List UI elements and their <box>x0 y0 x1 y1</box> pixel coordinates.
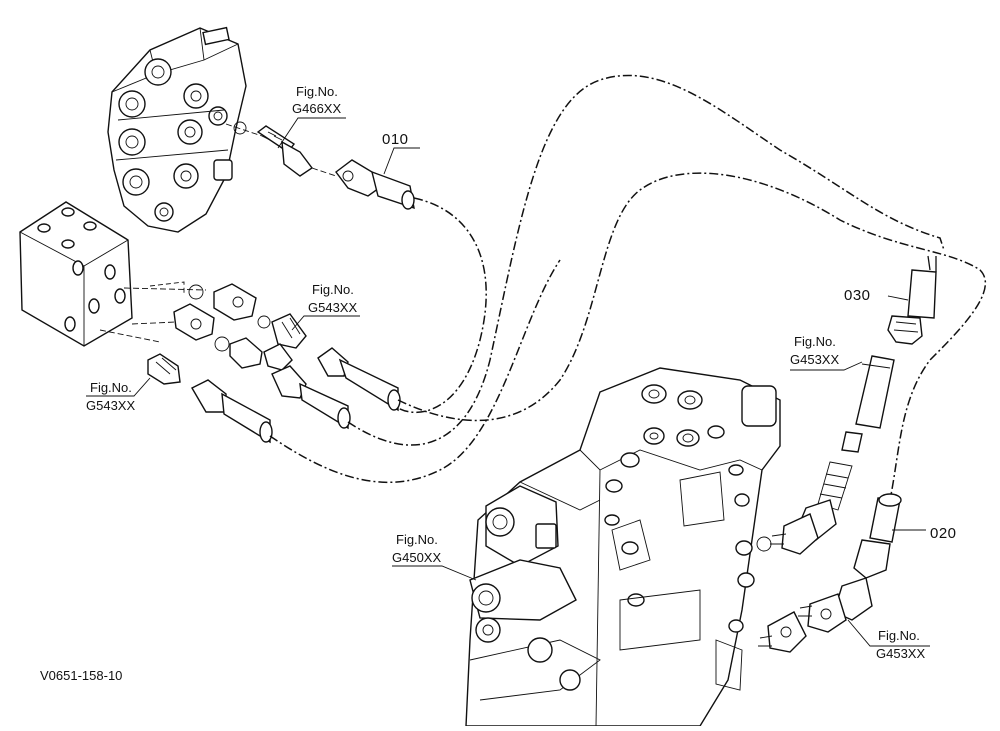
hose-end-010 <box>335 159 415 210</box>
callout-g450-line1: Fig.No. <box>396 532 438 547</box>
callout-g450: Fig.No. G450XX <box>392 532 441 565</box>
callout-g466-line2: G466XX <box>292 101 341 116</box>
callout-g543-upper: Fig.No. G543XX <box>308 282 357 315</box>
callout-g453-upper: Fig.No. G453XX <box>790 334 839 367</box>
callout-g466-line1: Fig.No. <box>296 84 338 99</box>
control-valve-main <box>465 367 781 727</box>
callout-g543-lower-line2: G543XX <box>86 398 135 413</box>
callout-g453-lower-line1: Fig.No. <box>878 628 920 643</box>
callout-g543-upper-line2: G543XX <box>308 300 357 315</box>
fitting-030 <box>887 269 937 345</box>
callout-g543-upper-line1: Fig.No. <box>312 282 354 297</box>
callout-g543-lower-line1: Fig.No. <box>90 380 132 395</box>
hose-ends-left <box>147 347 401 444</box>
hose-routes <box>269 74 987 501</box>
part-number-010: 010 <box>382 131 409 148</box>
fitting-020 <box>758 493 902 653</box>
valve-block-upper <box>107 26 247 233</box>
leader-lines <box>86 117 930 647</box>
part-number-030: 030 <box>844 287 871 304</box>
fittings-row-upper <box>99 281 307 371</box>
callout-g453-upper-line2: G453XX <box>790 352 839 367</box>
manifold-block-left <box>19 201 133 347</box>
part-number-020: 020 <box>930 525 957 542</box>
callout-g453-lower-line2: G453XX <box>876 646 925 661</box>
callout-g450-line2: G450XX <box>392 550 441 565</box>
figure-id: V0651-158-10 <box>40 668 122 683</box>
fitting-g466 <box>225 121 337 177</box>
callout-g466: Fig.No. G466XX <box>292 84 341 116</box>
callout-g453-upper-line1: Fig.No. <box>794 334 836 349</box>
fitting-stack-g453-upper <box>756 355 895 555</box>
callout-g453-lower: Fig.No. G453XX <box>876 628 925 661</box>
callout-g543-lower: Fig.No. G543XX <box>86 380 135 413</box>
